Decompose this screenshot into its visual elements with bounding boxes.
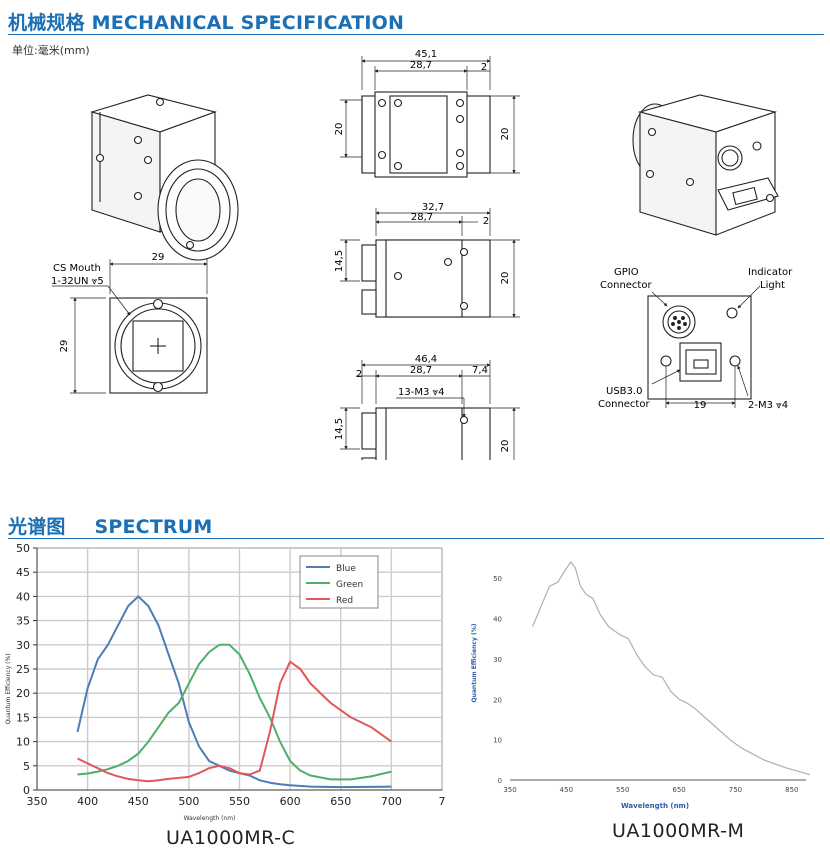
- x-tick-label: 500: [178, 795, 199, 808]
- gpio-label-line2: Connector: [600, 280, 652, 291]
- bottom-body-dim: 28,7: [410, 365, 432, 376]
- camera-top-view: [340, 56, 520, 178]
- x-tick-label: 850: [785, 786, 798, 794]
- camera-rear-view: [647, 285, 761, 408]
- mechanical-heading-cn: 机械规格: [8, 12, 85, 34]
- camera-front-view: [52, 259, 208, 394]
- x-tick-label: 550: [229, 795, 250, 808]
- y-tick-label: 30: [16, 639, 30, 652]
- x-tick-label: 750: [729, 786, 742, 794]
- x-tick-label: 450: [560, 786, 573, 794]
- x-tick-label: 650: [330, 795, 351, 808]
- side-left-height: 14,5: [334, 250, 345, 272]
- gpio-label-line1: GPIO: [614, 267, 639, 278]
- indicator-label-line2: Light: [760, 280, 785, 291]
- camera-side-view: [340, 208, 520, 318]
- mechanical-drawings: 29 29 CS Mouth 1-32UN ⩔5 45,1 28,7 2 20 …: [51, 49, 793, 460]
- camera-bottom-view: [340, 360, 520, 460]
- rear-holes-label: 2-M3 ⩔4: [748, 400, 788, 411]
- y-tick-label: 10: [16, 736, 30, 749]
- usb-label-line1: USB3.0: [606, 386, 642, 397]
- top-body-dim: 28,7: [410, 60, 432, 71]
- qe-chart-mono: 350 450 550 650 750 850 0 10 20 30 40 50Wavelength …: [471, 561, 810, 810]
- bottom-right-height: 20: [500, 440, 511, 453]
- legend-label-blue: Blue: [336, 564, 356, 574]
- series-line-blue: [76, 595, 392, 789]
- y-tick-label: 20: [493, 696, 502, 704]
- x-tick-label: 450: [128, 795, 149, 808]
- top-overall-dim: 45,1: [415, 49, 437, 60]
- side-right-height: 20: [500, 272, 511, 285]
- top-right-height: 20: [500, 128, 511, 141]
- mechanical-heading: 机械规格 MECHANICAL SPECIFICATION: [8, 8, 404, 35]
- mechanical-heading-rule: [8, 34, 824, 35]
- y-tick-label: 40: [16, 590, 30, 603]
- mechanical-heading-en: MECHANICAL SPECIFICATION: [91, 12, 405, 34]
- caption-color-model: UA1000MR-C: [166, 827, 296, 849]
- y-tick-label: 25: [16, 663, 30, 676]
- side-body-dim: 28,7: [411, 212, 433, 223]
- bottom-left-height: 14,5: [334, 418, 345, 440]
- x-tick-label: 350: [503, 786, 516, 794]
- x-tick-label: 700: [381, 795, 402, 808]
- y-tick-label: 5: [23, 760, 30, 773]
- bottom-holes-label: 13-M3 ⩔4: [398, 387, 445, 398]
- camera-isometric-rear: [632, 94, 779, 236]
- spectrum-heading-en: SPECTRUM: [94, 516, 213, 538]
- spectrum-heading-rule: [8, 538, 824, 539]
- bottom-edge-dim: 2: [356, 369, 362, 380]
- y-tick-label: 20: [16, 687, 30, 700]
- x-axis-label: Wavelength (nm): [621, 802, 689, 810]
- side-edge-dim: 2: [483, 216, 489, 227]
- y-tick-label: 0: [498, 777, 502, 785]
- series-line-green: [77, 643, 392, 781]
- y-tick-label: 30: [493, 656, 502, 664]
- top-left-height: 20: [334, 123, 345, 136]
- x-tick-label: 550: [616, 786, 629, 794]
- cs-mouth-label: CS Mouth: [53, 263, 101, 274]
- thread-label: 1-32UN ⩔5: [51, 276, 104, 287]
- top-edge-dim: 2: [481, 62, 487, 73]
- unit-label: 单位:毫米(mm): [12, 44, 90, 57]
- bottom-overall-dim: 46,4: [415, 354, 437, 365]
- x-tick-label: 650: [672, 786, 685, 794]
- x-tick-label: 7: [439, 795, 446, 808]
- series-line-red: [77, 660, 392, 783]
- legend-label-green: Green: [336, 580, 363, 590]
- y-tick-label: 40: [493, 616, 502, 624]
- rear-spacing-dim: 19: [694, 400, 707, 411]
- y-tick-label: 0: [23, 784, 30, 797]
- y-tick-label: 45: [16, 566, 30, 579]
- x-tick-label: 350: [27, 795, 48, 808]
- series-line-mono: [531, 561, 810, 776]
- spectrum-heading-cn: 光谱图: [8, 516, 66, 538]
- x-tick-label: 400: [77, 795, 98, 808]
- spectrum-heading: 光谱图 SPECTRUM: [8, 512, 213, 539]
- y-tick-label: 50: [16, 542, 30, 555]
- side-overall-dim: 32,7: [422, 202, 444, 213]
- caption-mono-model: UA1000MR-M: [612, 820, 745, 842]
- x-axis-label: Wavelength (nm): [184, 815, 236, 822]
- front-height-dim: 29: [59, 340, 70, 353]
- y-tick-label: 15: [16, 711, 30, 724]
- legend-label-red: Red: [336, 596, 353, 606]
- indicator-label-line1: Indicator: [748, 267, 793, 278]
- x-tick-label: 600: [280, 795, 301, 808]
- y-tick-label: 35: [16, 615, 30, 628]
- qe-chart-color: 350 400 450 500 550 600 650 700 7 0 5 10 15 20 25 30 35 4…: [5, 542, 446, 822]
- usb-label-line2: Connector: [598, 399, 650, 410]
- bottom-right-dim: 7,4: [472, 365, 488, 376]
- y-axis-label: Quantum Efficiency (%): [5, 653, 12, 724]
- front-width-dim: 29: [152, 252, 165, 263]
- camera-isometric-front: [90, 94, 239, 261]
- y-axis-label: Quantum Efficiency (%): [471, 623, 478, 702]
- y-tick-label: 10: [493, 737, 502, 745]
- y-tick-label: 50: [493, 575, 502, 583]
